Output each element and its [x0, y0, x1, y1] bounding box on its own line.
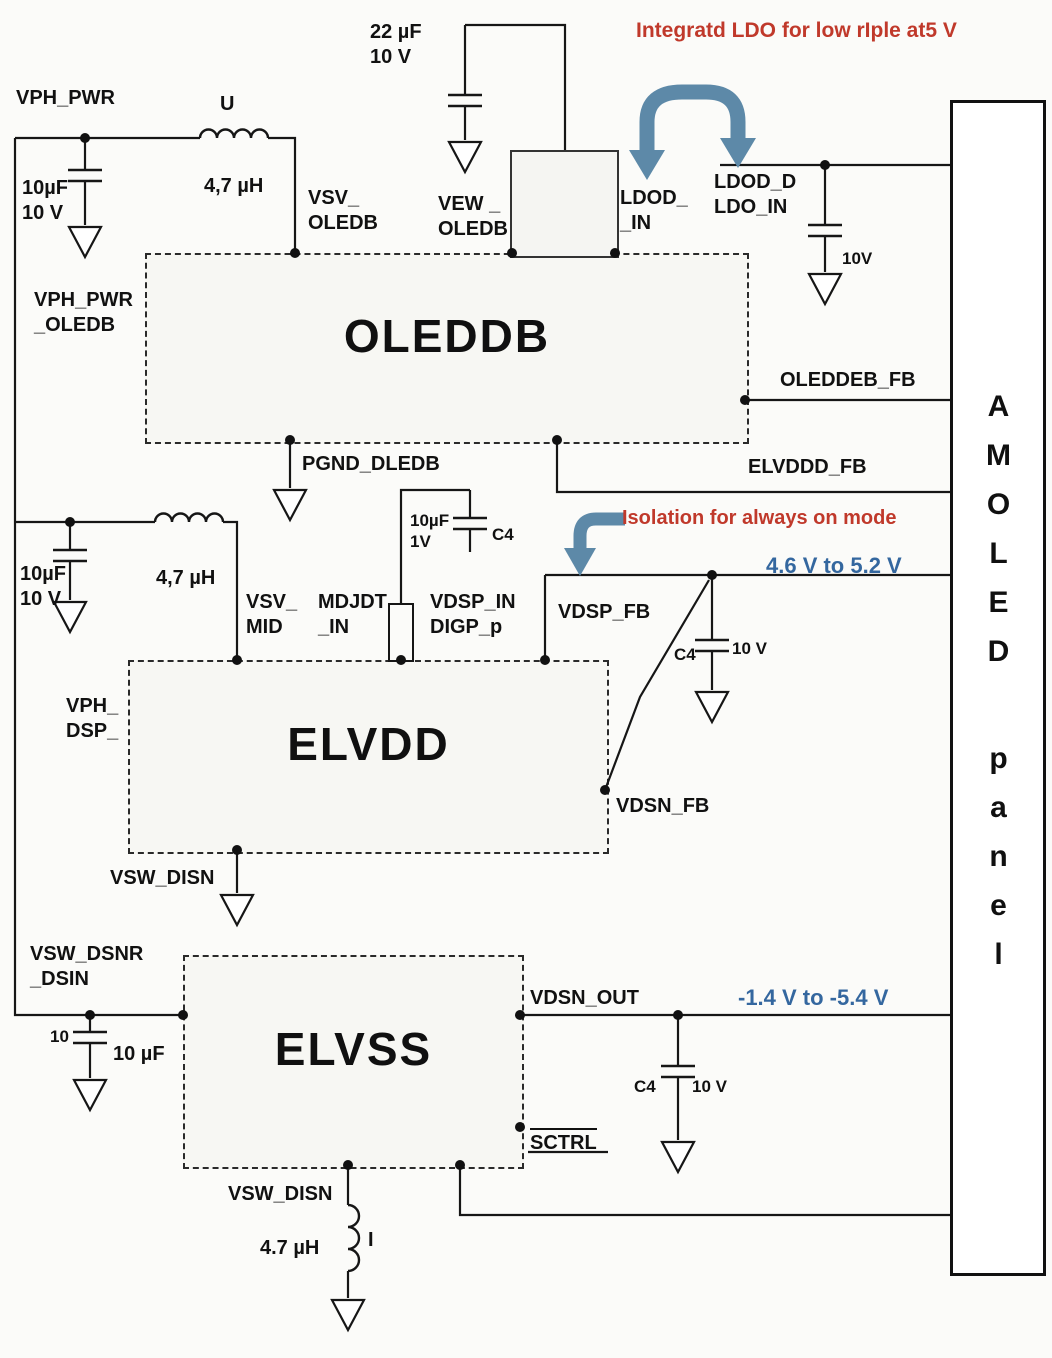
net-label-vdsn-out: VDSN_OUT — [530, 987, 639, 1009]
net-label-elvddd-fb: ELVDDD_FB — [748, 456, 867, 478]
cap-input1-label: 10µF 10 V — [22, 177, 68, 224]
net-label-ldod-in: LDOD_ _IN — [620, 187, 688, 234]
cap-c4a-ref-label: C4 — [492, 525, 514, 544]
annotation-ldo-note: Integratd LDO for low rIple at5 V — [636, 19, 957, 42]
block-elvdd: ELVDD — [128, 660, 609, 854]
cap-c4c-voltage-label: 10 V — [692, 1077, 727, 1096]
block-elvss: ELVSS — [183, 955, 524, 1169]
net-label-sctrl: SCTRL — [530, 1128, 597, 1156]
net-label-oleddeb-fb: OLEDDEB_FB — [780, 369, 916, 391]
mdjdt-component — [388, 603, 414, 662]
isolation-arrow-icon — [564, 512, 625, 576]
panel-label-line2: panel — [982, 741, 1015, 987]
net-label-vsw-dsnr: VSW_DSNR _DSIN — [30, 943, 144, 990]
net-label-mdjdt-in: MDJDT _IN — [318, 591, 387, 638]
net-label-ldo-in: LDOD_D LDO_IN — [714, 171, 797, 218]
net-label-vsv-oledb: VSV_ OLEDB — [308, 187, 378, 234]
net-label-vsv-mid: VSV_ MID — [246, 591, 298, 638]
net-label-pgnd-dledb: PGND_DLEDB — [302, 453, 440, 475]
net-label-vdsp-in: VDSP_IN DIGP_p — [430, 591, 516, 638]
cap-boost-label: 22 µF 10 V — [370, 21, 422, 68]
inductor3-value-label: 4.7 µH — [260, 1237, 320, 1259]
inductor2-value-label: 4,7 µH — [156, 567, 216, 589]
amoled-panel-block: AMOLED panel — [950, 100, 1046, 1276]
block-oleddb: OLEDDB — [145, 253, 749, 444]
net-label-vph-pwr: VPH_PWR — [16, 87, 115, 109]
cap-c4a-value-label: 10µF 1V — [410, 511, 450, 552]
block-elvdd-title: ELVDD — [287, 718, 450, 770]
net-label-vdsn-fb: VDSN_FB — [616, 795, 710, 817]
panel-label-line1: AMOLED — [982, 389, 1015, 684]
inductor1-value-label: 4,7 µH — [204, 175, 264, 197]
inductor-ref-label: U — [220, 93, 235, 115]
net-label-vph-pwr-oledb: VPH_PWR _OLEDB — [34, 289, 133, 336]
cap-input3-value-label: 10 µF — [113, 1043, 165, 1065]
net-label-vsw-disn-mid: VSW_DISN — [110, 867, 215, 889]
block-elvss-title: ELVSS — [274, 1023, 433, 1075]
inductor3-ref-label: I — [368, 1229, 374, 1251]
cap-c4b-voltage-label: 10 V — [732, 639, 767, 658]
sctrl-text: SCTRL — [530, 1128, 597, 1156]
annotation-isolation-note: Isolation for always on mode — [622, 507, 897, 529]
block-oleddb-title: OLEDDB — [343, 309, 551, 362]
net-label-vew-oledb: VEW _ OLEDB — [438, 193, 508, 240]
annotation-elvdd-range: 4.6 V to 5.2 V — [766, 553, 902, 578]
ldo-bridge-arrow-icon — [629, 84, 756, 180]
cap-input3-v-label: 10 — [50, 1027, 69, 1046]
vew-component-box — [510, 150, 619, 258]
net-label-vdsp-fb: VDSP_FB — [558, 601, 651, 623]
net-label-vsw-disn-bot: VSW_DISN — [228, 1183, 333, 1205]
cap-c4b-ref-label: C4 — [674, 645, 696, 664]
cap-c4c-ref-label: C4 — [634, 1077, 656, 1096]
cap-input2-label: 10µF 10 V — [20, 563, 66, 610]
cap-ldo-voltage-label: 10V — [842, 249, 873, 268]
net-label-vph-dsp: VPH_ DSP_ — [66, 695, 119, 742]
annotation-elvss-range: -1.4 V to -5.4 V — [738, 985, 889, 1010]
